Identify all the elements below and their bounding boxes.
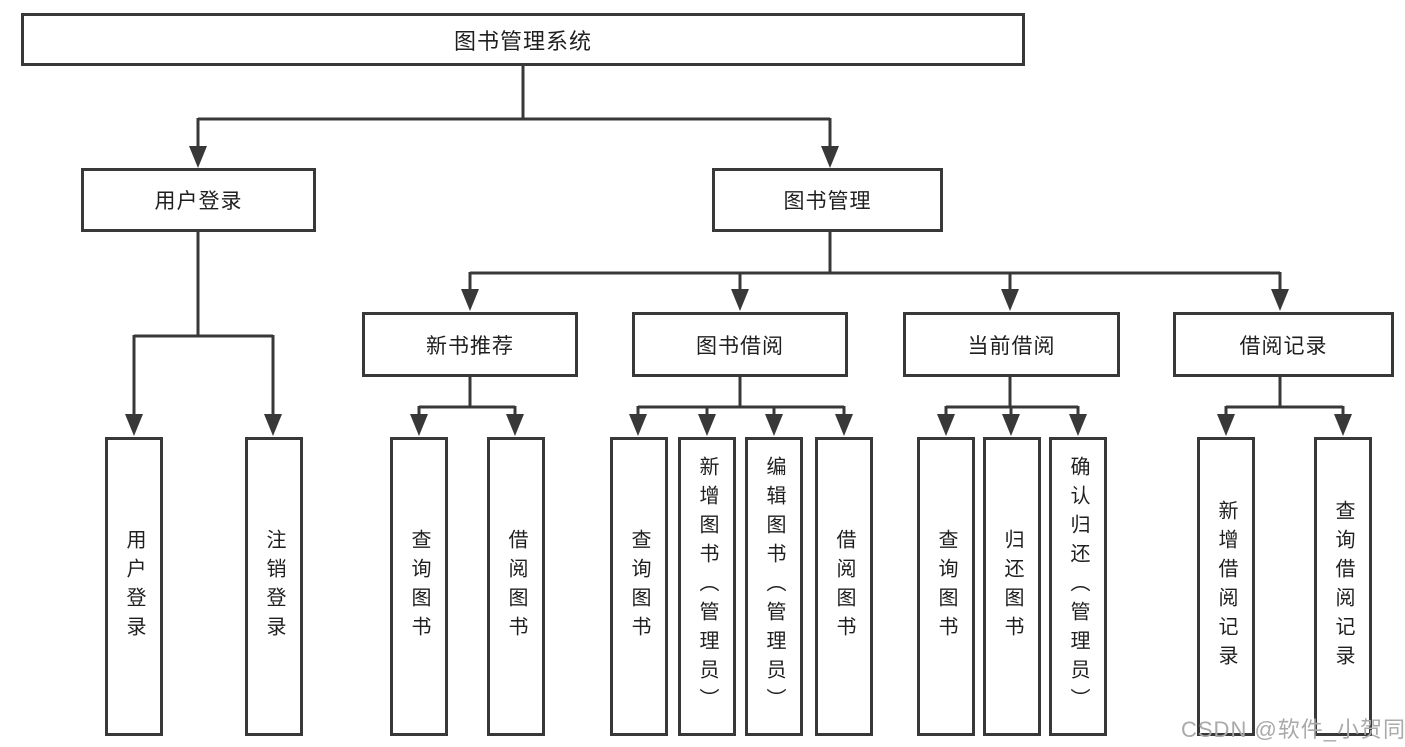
node-system-root: 图书管理系统	[21, 13, 1025, 66]
leaf-bb-query-books-label: 查询图书	[628, 528, 650, 645]
node-user-login: 用户登录	[81, 168, 316, 232]
leaf-bb-borrow-books: 借阅图书	[815, 437, 873, 736]
leaf-br-query-record: 查询借阅记录	[1314, 437, 1372, 736]
node-book-management: 图书管理	[712, 168, 943, 232]
leaf-cb-confirm-return-admin: 确认归还（管理员）	[1049, 437, 1107, 736]
leaf-cb-return-books-label: 归还图书	[1001, 528, 1023, 645]
borrow-record-label: 借阅记录	[1239, 334, 1328, 358]
node-current-borrow: 当前借阅	[903, 312, 1120, 377]
leaf-cb-return-books: 归还图书	[983, 437, 1041, 736]
leaf-bb-query-books: 查询图书	[610, 437, 668, 736]
leaf-nbr-query-books: 查询图书	[390, 437, 448, 736]
leaf-bb-edit-books-admin-label: 编辑图书（管理员）	[763, 456, 785, 717]
user-login-label: 用户登录	[154, 190, 243, 213]
leaf-nbr-borrow-books: 借阅图书	[487, 437, 545, 736]
leaf-bb-edit-books-admin: 编辑图书（管理员）	[745, 437, 803, 736]
leaf-cb-query-books-label: 查询图书	[935, 528, 957, 645]
leaf-user-login: 用户登录	[105, 437, 163, 736]
book-management-label: 图书管理	[783, 190, 872, 213]
leaf-user-login-label: 用户登录	[123, 528, 145, 645]
node-borrow-record: 借阅记录	[1173, 312, 1394, 377]
node-book-borrow: 图书借阅	[632, 312, 848, 377]
leaf-cb-confirm-return-admin-label: 确认归还（管理员）	[1067, 456, 1089, 717]
leaf-br-add-record-label: 新增借阅记录	[1215, 499, 1237, 674]
book-borrow-label: 图书借阅	[696, 334, 784, 358]
leaf-bb-add-books-admin: 新增图书（管理员）	[678, 437, 736, 736]
leaf-br-query-record-label: 查询借阅记录	[1332, 499, 1354, 674]
csdn-watermark: CSDN @软件_小贺同学	[1181, 717, 1405, 742]
leaf-bb-borrow-books-label: 借阅图书	[833, 528, 855, 645]
leaf-nbr-borrow-books-label: 借阅图书	[505, 528, 527, 645]
current-borrow-label: 当前借阅	[967, 334, 1056, 358]
system-root-label: 图书管理系统	[453, 28, 592, 54]
leaf-logout-label: 注销登录	[263, 528, 285, 645]
new-book-recommend-label: 新书推荐	[426, 334, 514, 358]
leaf-bb-add-books-admin-label: 新增图书（管理员）	[696, 456, 718, 717]
leaf-br-add-record: 新增借阅记录	[1197, 437, 1255, 736]
node-new-book-recommend: 新书推荐	[362, 312, 578, 377]
leaf-logout: 注销登录	[245, 437, 303, 736]
leaf-cb-query-books: 查询图书	[917, 437, 975, 736]
leaf-nbr-query-books-label: 查询图书	[408, 528, 430, 645]
